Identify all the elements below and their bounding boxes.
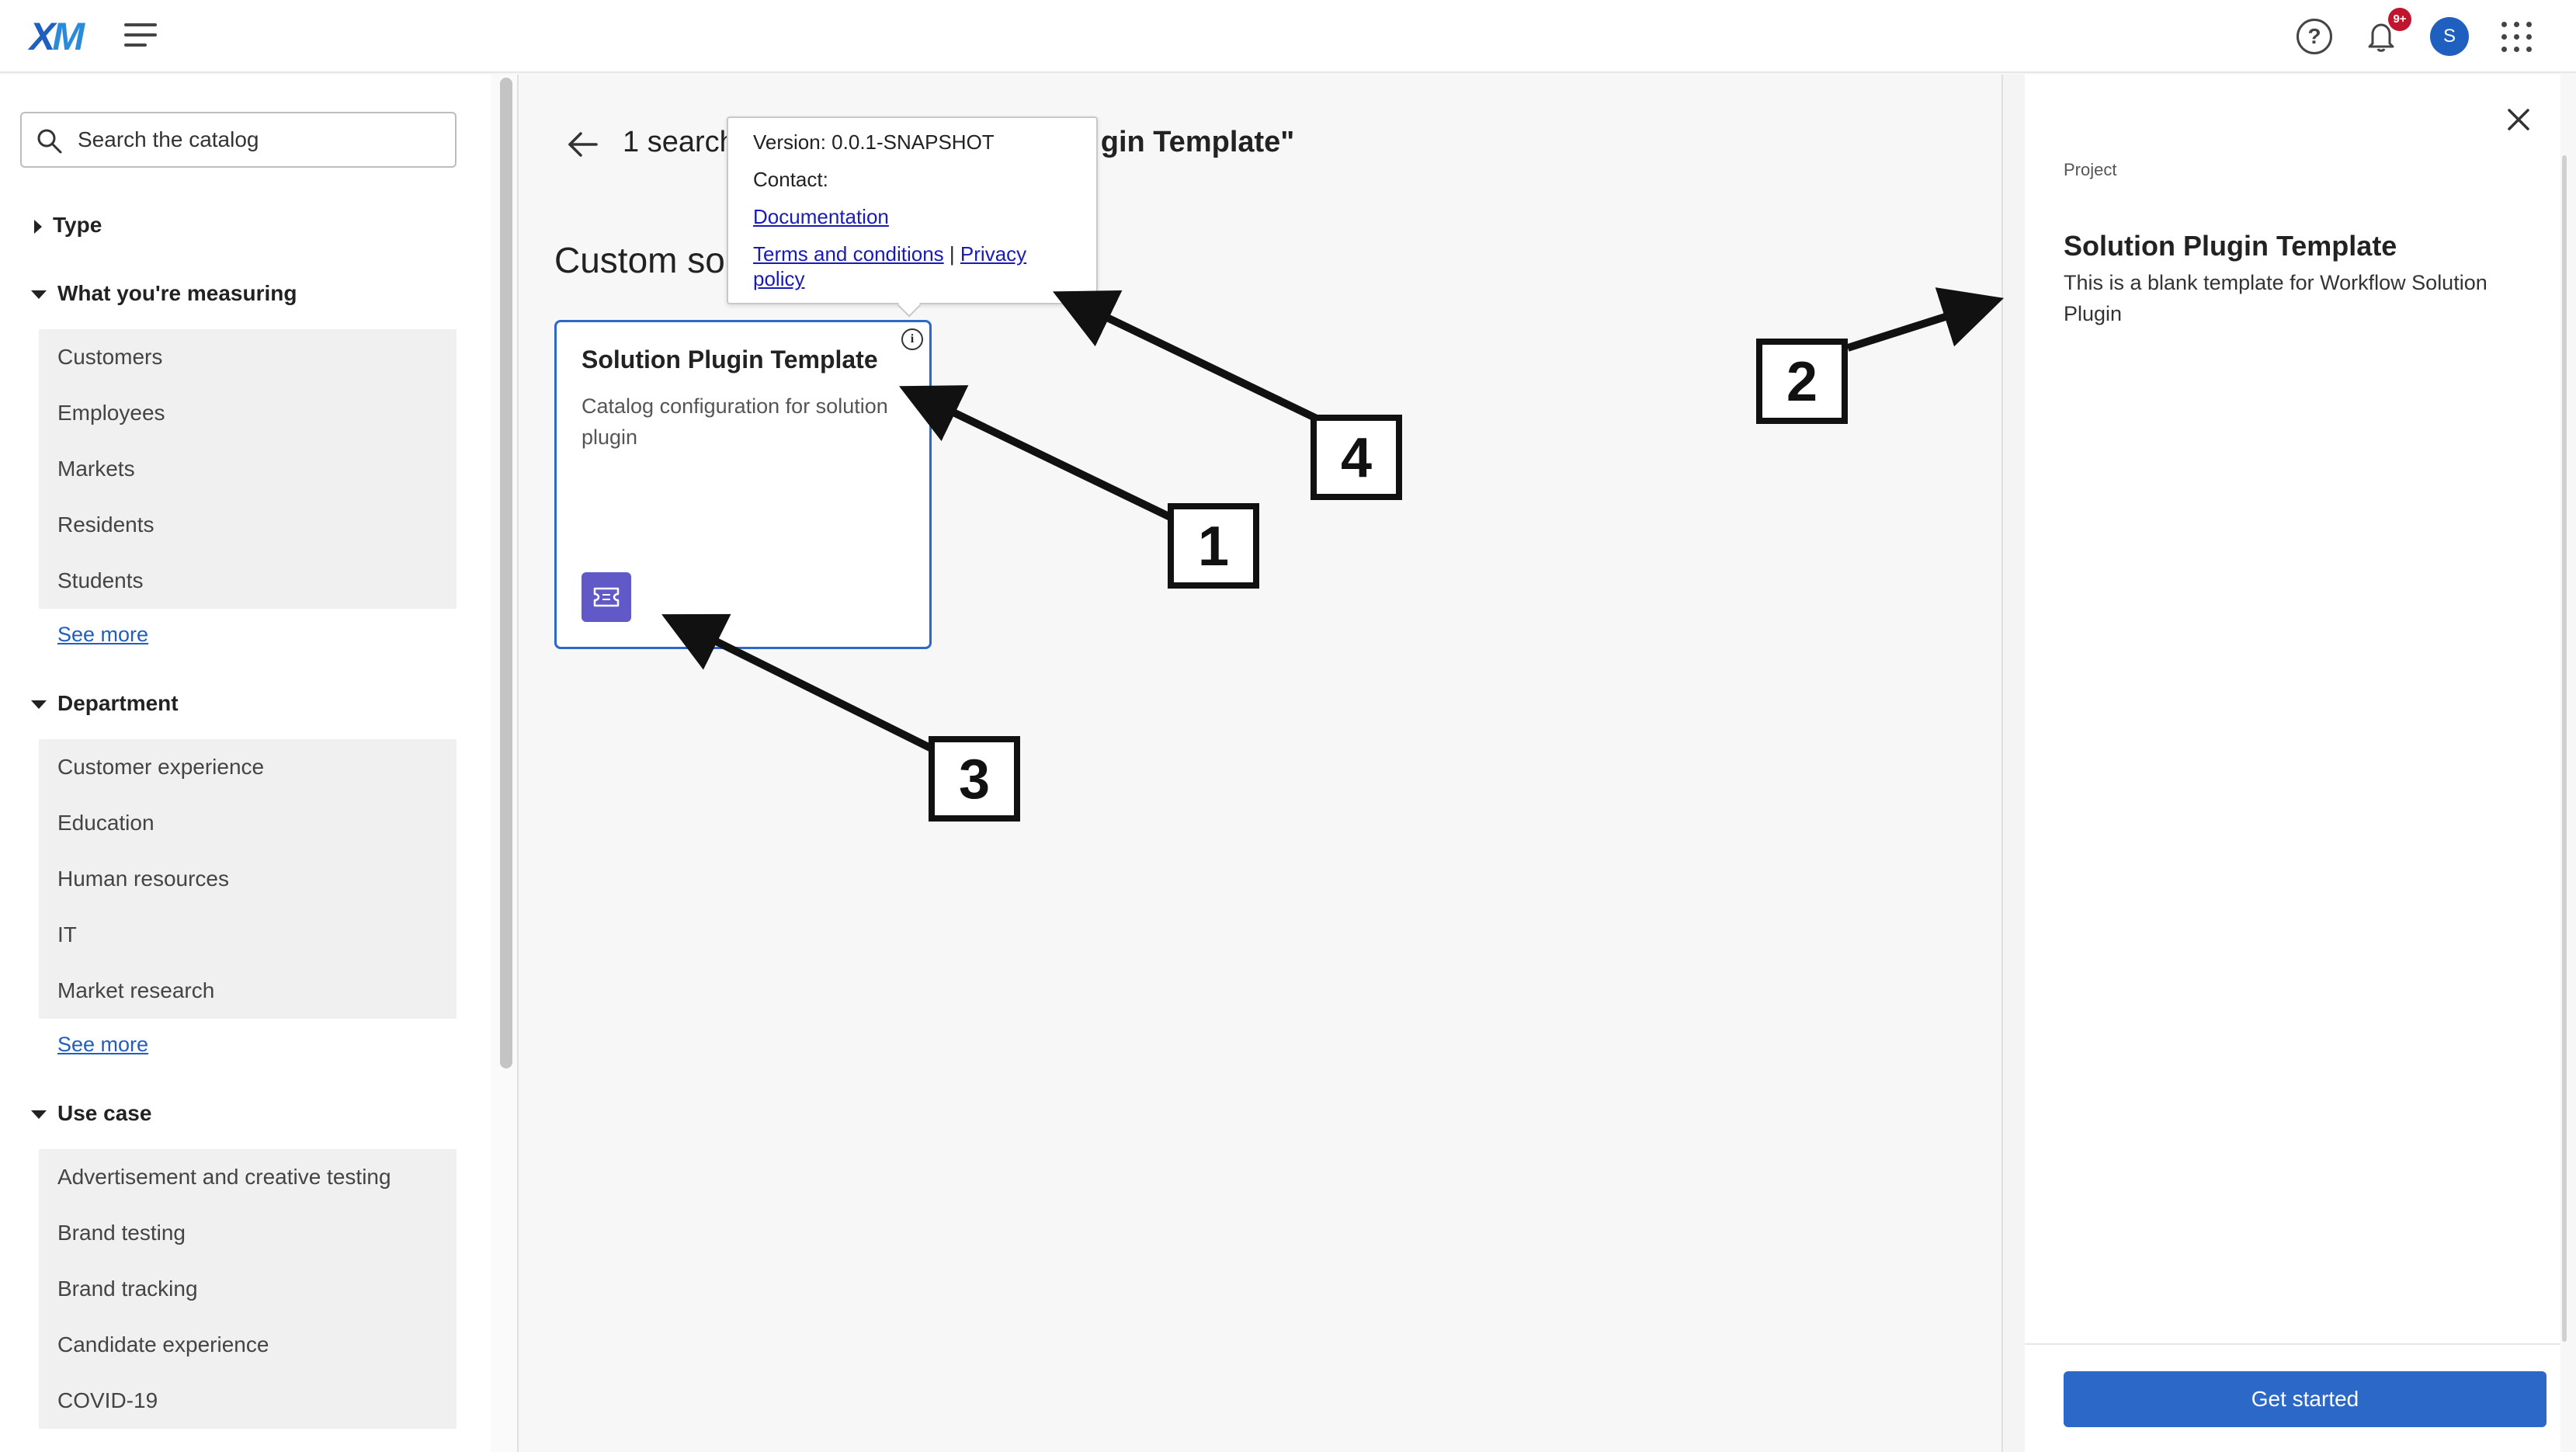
caret-down-icon	[31, 700, 47, 710]
facet-item-brand-testing[interactable]: Brand testing	[57, 1221, 186, 1245]
solution-plugin-card[interactable]: Solution Plugin Template Catalog configu…	[554, 320, 932, 649]
info-tooltip: Version: 0.0.1-SNAPSHOT Contact: Documen…	[727, 116, 1098, 304]
facet-item-market-research[interactable]: Market research	[57, 978, 215, 1002]
arrow-1	[898, 385, 1186, 527]
close-icon[interactable]	[2506, 107, 2531, 136]
xm-logo[interactable]: XM	[30, 15, 85, 58]
caret-right-icon	[34, 219, 42, 234]
facet-item-residents[interactable]: Residents	[57, 512, 154, 537]
facet-department-list: Customer experience Education Human reso…	[39, 739, 457, 1019]
facet-item-human-resources[interactable]: Human resources	[57, 867, 229, 891]
callout-2: 2	[1756, 339, 1848, 424]
search-icon	[37, 129, 62, 154]
facet-item-brand-tracking[interactable]: Brand tracking	[57, 1277, 198, 1301]
panel-scrollbar[interactable]	[2562, 155, 2567, 1342]
privacy-link-continued[interactable]: policy	[753, 267, 805, 290]
documentation-link[interactable]: Documentation	[753, 205, 889, 228]
tooltip-separator: |	[949, 242, 955, 266]
arrow-3	[661, 613, 946, 759]
facet-item-markets[interactable]: Markets	[57, 457, 135, 481]
section-title: Custom so	[554, 240, 725, 280]
facet-item-it[interactable]: IT	[57, 922, 77, 947]
notification-badge: 9+	[2388, 8, 2411, 31]
back-arrow-icon[interactable]	[565, 129, 599, 164]
panel-divider	[2001, 75, 2003, 1452]
facet-measuring-toggle[interactable]: What you're measuring	[31, 281, 297, 306]
caret-down-icon	[31, 1110, 47, 1120]
facet-department-toggle[interactable]: Department	[31, 691, 179, 716]
facet-item-advertisement-testing[interactable]: Advertisement and creative testing	[57, 1165, 391, 1189]
facet-item-education[interactable]: Education	[57, 811, 154, 835]
tooltip-contact: Contact:	[753, 168, 828, 191]
facet-item-customers[interactable]: Customers	[57, 345, 163, 369]
catalog-search[interactable]	[20, 112, 457, 168]
panel-title: Solution Plugin Template	[2064, 230, 2397, 262]
facet-measuring-list: Customers Employees Markets Residents St…	[39, 329, 457, 609]
arrow-2	[1846, 287, 2005, 352]
facet-use-case-toggle[interactable]: Use case	[31, 1101, 151, 1126]
callout-3: 3	[929, 736, 1020, 822]
facet-item-students[interactable]: Students	[57, 568, 144, 592]
plugin-badge	[582, 572, 631, 622]
facet-item-covid-19[interactable]: COVID-19	[57, 1388, 158, 1412]
info-icon[interactable]: i	[901, 328, 923, 350]
get-started-button[interactable]: Get started	[2064, 1371, 2546, 1427]
see-more-department-link[interactable]: See more	[57, 1033, 149, 1056]
facet-item-employees[interactable]: Employees	[57, 401, 165, 425]
avatar[interactable]: S	[2430, 17, 2469, 56]
arrow-4	[1052, 290, 1321, 423]
sidebar-divider	[517, 75, 519, 1452]
ticket-icon	[593, 587, 620, 607]
sidebar-scrollbar[interactable]	[500, 78, 512, 1068]
catalog-sidebar: Type What you're measuring Customers Emp…	[0, 75, 491, 1452]
terms-link[interactable]: Terms and conditions	[753, 242, 944, 266]
facet-type-toggle[interactable]: Type	[31, 213, 102, 238]
bell-icon[interactable]	[2363, 19, 2399, 54]
apps-grid-icon[interactable]	[2501, 22, 2533, 53]
panel-description: This is a blank template for Workflow So…	[2064, 271, 2487, 325]
caret-down-icon	[31, 290, 47, 300]
facet-use-case-list: Advertisement and creative testing Brand…	[39, 1149, 457, 1429]
card-title: Solution Plugin Template	[582, 346, 878, 373]
hamburger-icon[interactable]	[124, 23, 157, 50]
facet-item-customer-experience[interactable]: Customer experience	[57, 755, 265, 779]
top-bar: XM ? 9+ S	[0, 0, 2576, 73]
panel-footer-divider	[2025, 1343, 2560, 1345]
callout-1: 1	[1168, 503, 1259, 589]
see-more-measuring-link[interactable]: See more	[57, 623, 149, 646]
callout-4: 4	[1311, 415, 1402, 500]
detail-panel	[2025, 75, 2560, 1452]
card-description: Catalog configuration for solution plugi…	[582, 394, 888, 449]
facet-item-candidate-experience[interactable]: Candidate experience	[57, 1332, 269, 1356]
tooltip-version: Version: 0.0.1-SNAPSHOT	[753, 130, 995, 154]
panel-kicker: Project	[2064, 160, 2117, 179]
panel-gutter	[2003, 75, 2025, 1452]
search-input[interactable]	[78, 124, 443, 155]
help-icon[interactable]: ?	[2297, 19, 2332, 54]
privacy-link[interactable]: Privacy	[960, 242, 1027, 266]
